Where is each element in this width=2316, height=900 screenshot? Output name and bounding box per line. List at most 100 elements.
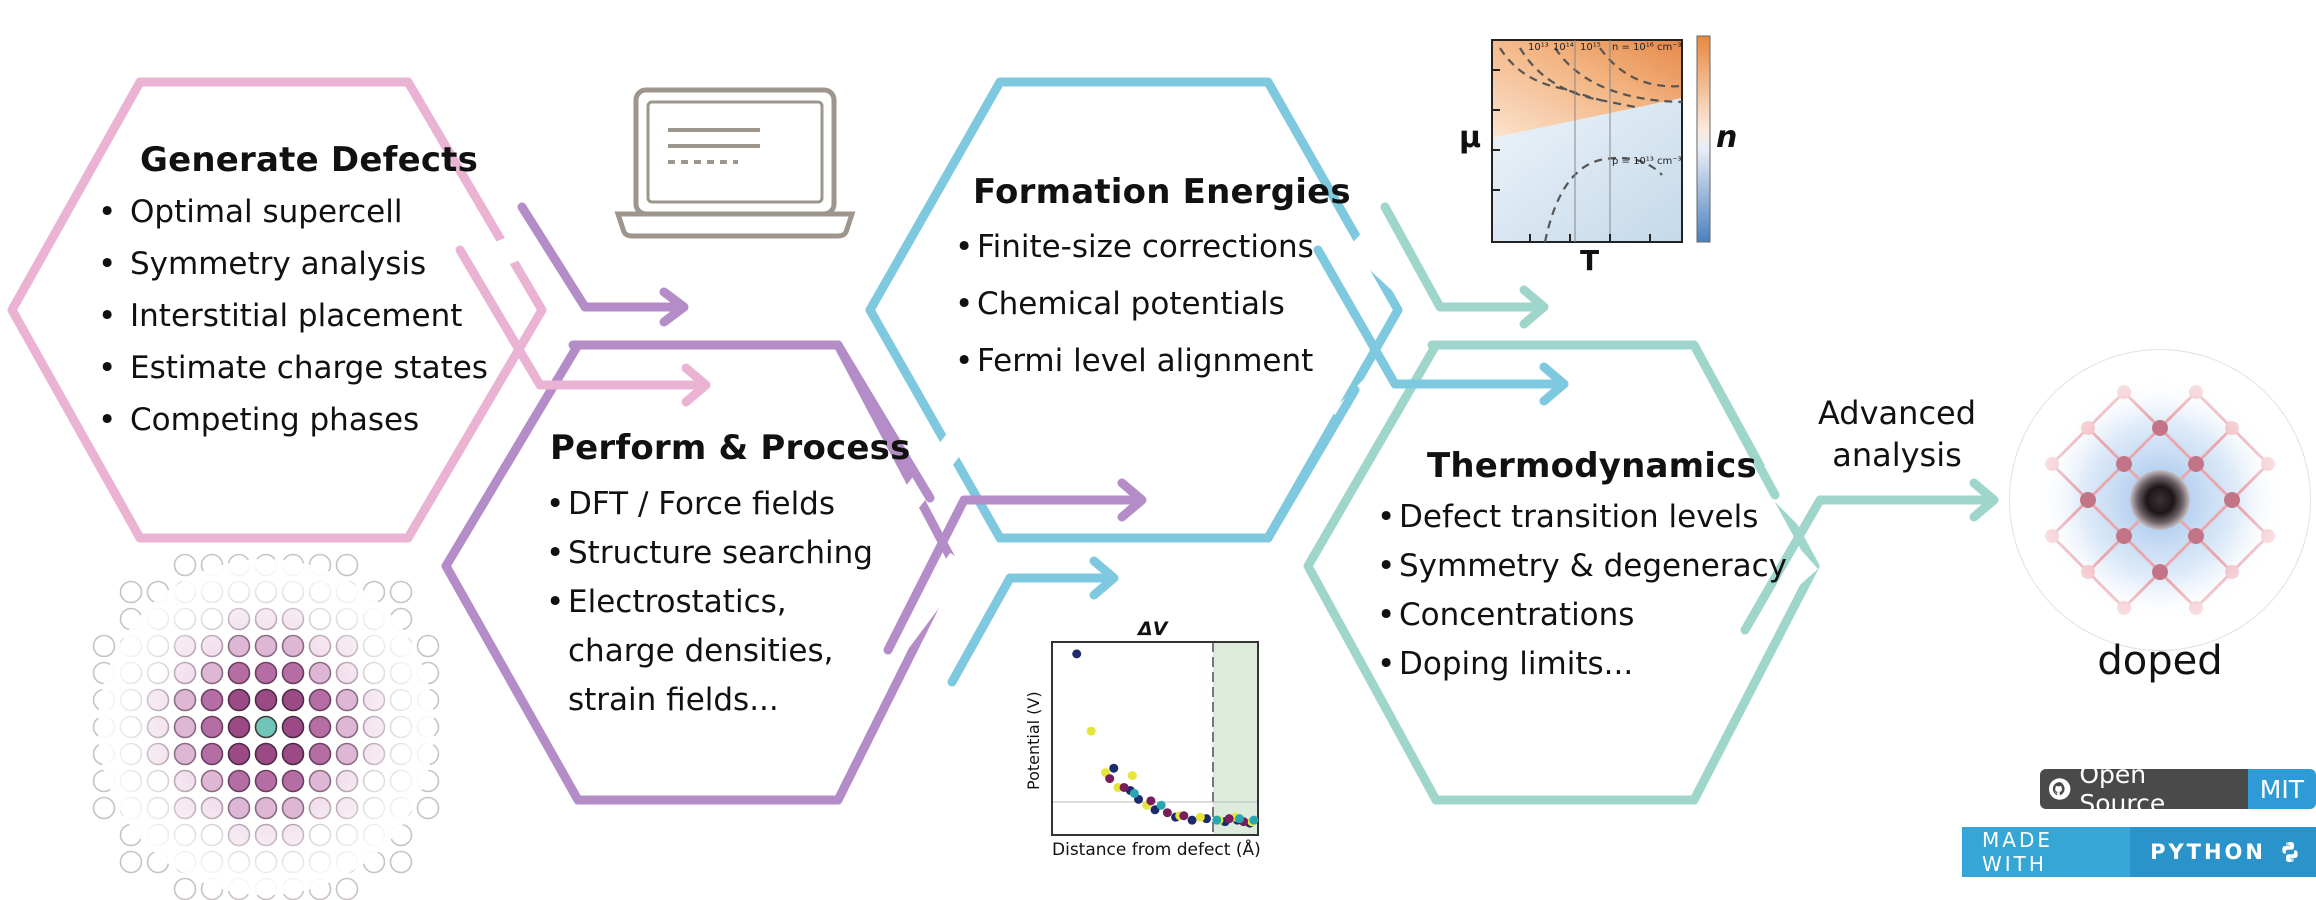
arrowhead-teal-upper [1519,285,1549,329]
open-source-badge[interactable]: Open Source MIT [2040,769,2316,809]
laptop-icon [614,87,856,239]
formation-title: Formation Energies [973,172,1351,212]
scatter-point [1109,763,1119,773]
arrowhead-teal-right [1969,478,1999,522]
phase-x-label: T [1580,244,1600,277]
thermo-item: Concentrations [1377,591,1787,640]
scatter-point [1129,788,1139,798]
scatter-point [1162,808,1172,818]
lattice-site-dot [173,877,197,900]
arrowhead-pink [681,363,711,407]
scatter-point [1072,649,1082,659]
scatter-point [1179,811,1189,821]
generate-item: Estimate charge states [98,342,488,394]
python-text: PYTHON [2150,840,2266,864]
generate-list: Optimal supercell Symmetry analysis Inte… [98,186,488,446]
arrowhead-blue-lower [1089,556,1119,600]
generate-item: Optimal supercell [98,186,488,238]
arrowhead-purple-right [1117,478,1147,522]
arrow-blue-bottom-edge [995,385,1360,543]
license-badge-text: MIT [2247,769,2316,809]
python-badge-right: PYTHON [2130,827,2316,877]
scatter-point [1119,782,1129,792]
generate-item: Interstitial placement [98,290,488,342]
gap-d [1346,231,1429,309]
lattice-site-dot [389,850,413,874]
phase-diagram [1491,35,1711,243]
arrowhead-blue-right [1539,362,1569,406]
generate-title: Generate Defects [140,140,479,180]
scatter-point [1086,726,1096,736]
perform-item-line: Electrostatics, [568,584,787,620]
lattice-site-dot [389,580,413,604]
perform-item: Structure searching [546,529,873,578]
phase-y-label: μ [1459,120,1482,155]
formation-item: Finite-size corrections [955,219,1314,276]
perform-item-line: charge densities, [568,633,834,669]
phase-top-label: 10¹⁴ [1553,42,1574,53]
scatter-point [1150,805,1160,815]
lattice-site-dot [335,553,359,577]
scatter-point [1224,814,1234,824]
scatter-point [1249,815,1259,825]
potential-scatter-plot [1051,641,1259,836]
advanced-line-2: analysis [1832,436,1962,474]
lattice-site-dot [92,796,116,820]
plot-frame [1051,641,1259,836]
perform-item: Electrostatics, charge densities, strain… [546,578,873,725]
thermo-item: Defect transition levels [1377,493,1787,542]
arrow-purple-right [883,495,1143,655]
scatter-x-label: Distance from defect (Å) [1052,840,1261,860]
thermo-title: Thermodynamics [1427,446,1757,486]
arrow-purple-top-edge [568,340,935,503]
scatter-point [1234,814,1244,824]
lattice-site-dot [335,877,359,900]
phase-bottom-label: p = 10¹³ cm⁻³ [1612,156,1682,167]
dot-grid-fade [98,559,434,895]
gap-c [890,552,970,648]
scatter-title: ΔV [1138,618,1168,640]
arrow-teal-top-edge [1427,340,1780,500]
perform-item: DFT / Force fields [546,480,873,529]
perform-item-line: strain fields... [568,682,779,718]
scatter-point [1212,815,1222,825]
formation-list: Finite-size corrections Chemical potenti… [955,219,1314,390]
thermo-list: Defect transition levels Symmetry & dege… [1377,493,1787,689]
phase-top-label: n = 10¹⁶ cm⁻³ [1612,42,1682,53]
scatter-point [1195,812,1205,822]
thermo-item: Doping limits... [1377,640,1787,689]
made-with-python-badge[interactable]: MADE WITH PYTHON [1962,827,2316,877]
open-source-badge-left: Open Source [2040,769,2248,809]
doped-wordmark: doped [2097,638,2223,684]
doped-logo [2009,349,2311,651]
gap-e [1331,371,1389,429]
scatter-point [1187,815,1197,825]
perform-title: Perform & Process [550,428,911,468]
python-logo-icon [2282,842,2298,862]
arrow-purple-upper [517,202,685,312]
lattice-site-dot [92,634,116,658]
github-icon [2048,778,2071,800]
hexagon-generate [7,77,547,543]
scatter-y-label: Potential (V) [1024,691,1043,790]
phase-colorbar-label: n [1716,120,1738,155]
made-with-text: MADE WITH [1962,827,2131,877]
lattice-site-dot [416,634,440,658]
arrow-blue-right [1313,245,1565,389]
perform-list: DFT / Force fields Structure searching E… [546,480,873,725]
scatter-point [1113,782,1123,792]
scatter-point [1146,796,1156,806]
formation-item: Fermi level alignment [955,333,1314,390]
sampling-region [1213,642,1258,835]
scatter-point [1127,771,1137,781]
scatter-point [1105,774,1115,784]
open-source-text: Open Source [2079,769,2166,809]
lattice-site-dot [173,553,197,577]
lattice-site-dot [119,850,143,874]
formation-item: Chemical potentials [955,276,1314,333]
advanced-analysis-label: Advanced analysis [1812,392,1982,476]
generate-item: Symmetry analysis [98,238,488,290]
phase-top-label: 10¹⁵ [1580,42,1601,53]
arrow-blue-lower [947,573,1115,687]
